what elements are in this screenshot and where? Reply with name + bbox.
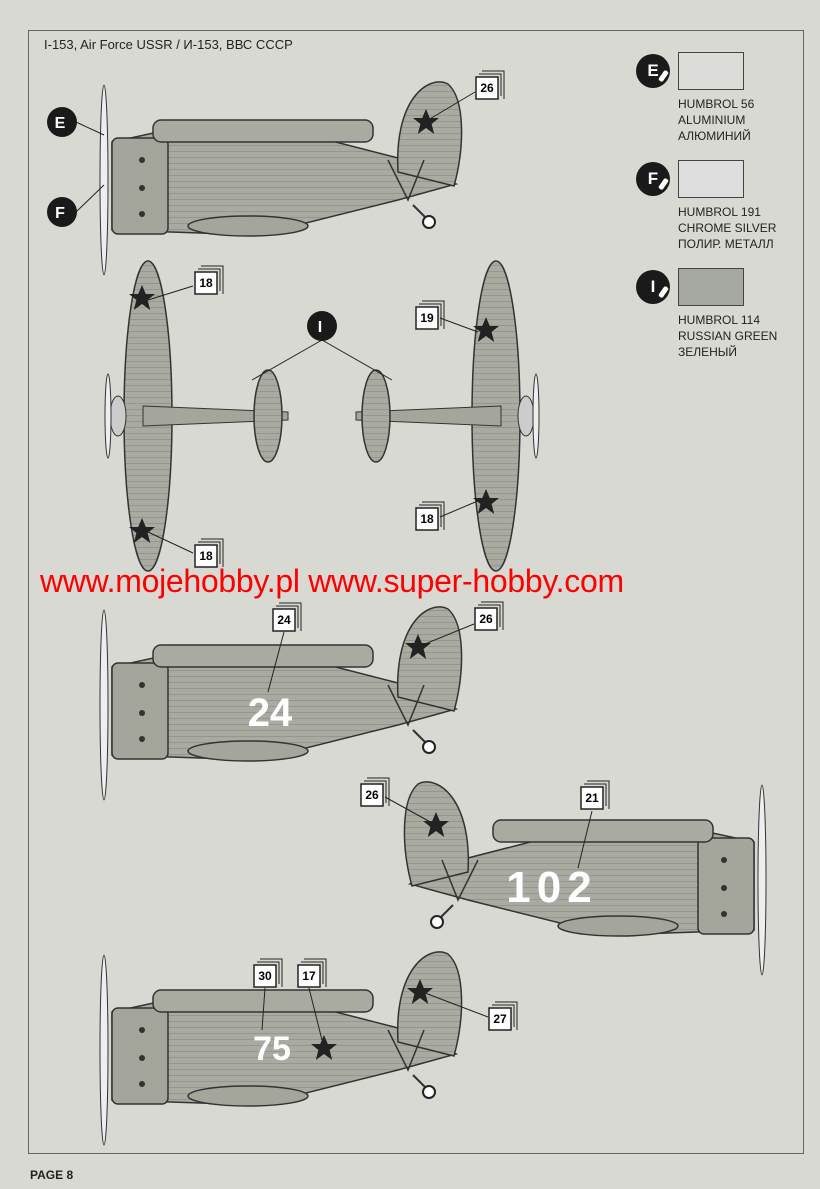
svg-text:18: 18 xyxy=(199,276,213,290)
fuselage-number-24: 24 xyxy=(248,691,293,735)
decal-callout: 18 xyxy=(194,538,224,568)
paint-name-ru: АЛЮМИНИЙ xyxy=(678,129,751,143)
svg-text:18: 18 xyxy=(199,549,213,563)
paint-callout-f-icon: F xyxy=(47,197,77,227)
decal-callout: 17 xyxy=(297,958,327,988)
decal-callout: 30 xyxy=(253,958,283,988)
aircraft-top-view xyxy=(104,260,289,572)
aircraft-bottom-view xyxy=(355,260,540,572)
decal-callout: 18 xyxy=(415,501,445,531)
svg-text:19: 19 xyxy=(420,311,434,325)
watermark-text: www.mojehobby.pl www.super-hobby.com xyxy=(40,563,624,599)
svg-text:17: 17 xyxy=(302,969,316,983)
svg-text:26: 26 xyxy=(480,81,494,95)
svg-text:26: 26 xyxy=(365,788,379,802)
fuselage-number-102: 102 xyxy=(506,863,597,912)
paint-e-icon: E xyxy=(636,54,670,88)
paint-legend-e: E HUMBROL 56 ALUMINIUM АЛЮМИНИЙ xyxy=(636,52,796,144)
paint-callout-e-icon: E xyxy=(47,107,77,137)
paint-code: HUMBROL 114 xyxy=(678,313,761,327)
svg-text:E: E xyxy=(55,115,66,132)
fuselage-number-75: 75 xyxy=(253,1030,291,1068)
paint-name-en: RUSSIAN GREEN xyxy=(678,329,778,343)
paint-name-en: ALUMINIUM xyxy=(678,113,746,127)
svg-text:26: 26 xyxy=(479,612,493,626)
decal-callout: 27 xyxy=(488,1001,518,1031)
decal-callout: 18 xyxy=(194,265,224,295)
svg-text:30: 30 xyxy=(258,969,272,983)
paint-f-icon: F xyxy=(636,162,670,196)
swatch-chrome-silver xyxy=(678,160,744,198)
paint-name-en: CHROME SILVER xyxy=(678,221,777,235)
svg-text:18: 18 xyxy=(420,512,434,526)
decal-callout: 26 xyxy=(360,777,390,807)
svg-text:24: 24 xyxy=(277,613,291,627)
svg-text:21: 21 xyxy=(585,791,599,805)
page-title: I-153, Air Force USSR / И-153, ВВС СССР xyxy=(44,37,293,52)
paint-code: HUMBROL 191 xyxy=(678,205,761,219)
decal-callout: 26 xyxy=(474,601,504,631)
decal-callout: 21 xyxy=(580,780,610,810)
svg-text:F: F xyxy=(55,205,65,222)
decal-callout: 26 xyxy=(475,70,505,100)
paint-name-ru: ПОЛИР. МЕТАЛЛ xyxy=(678,237,774,251)
svg-text:27: 27 xyxy=(493,1012,507,1026)
paint-code: HUMBROL 56 xyxy=(678,97,755,111)
page-number: PAGE 8 xyxy=(30,1168,74,1182)
aircraft-side-view-1 xyxy=(99,80,463,276)
paint-callout-i-icon: I xyxy=(307,311,337,341)
svg-text:I: I xyxy=(318,319,322,336)
decal-callout: 24 xyxy=(272,602,302,632)
decal-callout: 19 xyxy=(415,300,445,330)
page-frame xyxy=(28,30,804,1154)
leader-lines xyxy=(75,91,593,1041)
swatch-russian-green xyxy=(678,268,744,306)
paint-name-ru: ЗЕЛЕНЫЙ xyxy=(678,345,738,359)
paint-i-icon: I xyxy=(636,270,670,304)
swatch-aluminium xyxy=(678,52,744,90)
